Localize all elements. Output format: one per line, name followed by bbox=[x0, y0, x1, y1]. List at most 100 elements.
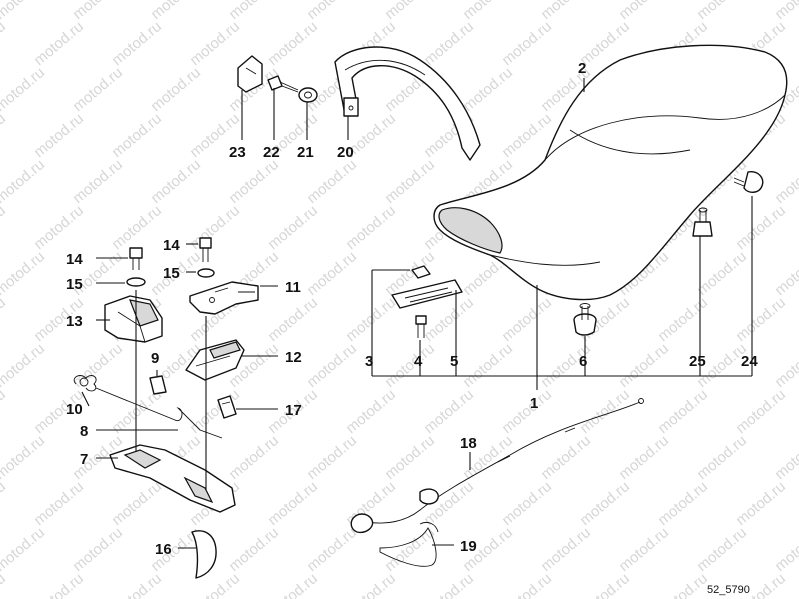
callout-18: 18 bbox=[460, 435, 477, 452]
bolt-part-25 bbox=[692, 207, 713, 237]
callout-17: 17 bbox=[285, 402, 302, 419]
watermark-text: motod.ru bbox=[772, 524, 799, 575]
watermark-text: motod.ru bbox=[226, 156, 282, 207]
callout-1: 1 bbox=[530, 395, 538, 412]
spring-part-10 bbox=[73, 375, 97, 392]
watermark-text: motod.ru bbox=[499, 386, 555, 437]
watermark-text: motod.ru bbox=[421, 18, 477, 69]
screw-part-22 bbox=[267, 75, 299, 93]
knob-part-24 bbox=[733, 171, 764, 193]
watermark-text: motod.ru bbox=[577, 570, 633, 599]
washer-part-15-left bbox=[126, 277, 146, 287]
watermark-text: motod.ru bbox=[499, 110, 555, 161]
watermark-text: motod.ru bbox=[343, 202, 399, 253]
watermark-text: motod.ru bbox=[655, 570, 711, 599]
watermark-text: motod.ru bbox=[0, 202, 9, 253]
watermark-text: motod.ru bbox=[655, 386, 711, 437]
diagram-reference: 52_5790 bbox=[707, 584, 750, 596]
watermark-text: motod.ru bbox=[538, 432, 594, 483]
callout-labels: 1 2 3 4 5 6 7 8 9 10 11 12 13 14 14 15 1… bbox=[66, 60, 758, 558]
watermark-text: motod.ru bbox=[694, 0, 750, 23]
watermark-text: motod.ru bbox=[148, 156, 204, 207]
watermark-text: motod.ru bbox=[109, 110, 165, 161]
watermark-text: motod.ru bbox=[226, 432, 282, 483]
watermark-text: motod.ru bbox=[460, 340, 516, 391]
callout-9: 9 bbox=[151, 350, 159, 367]
watermark-text: motod.ru bbox=[0, 110, 9, 161]
watermark-text: motod.ru bbox=[304, 0, 360, 23]
watermark-text: motod.ru bbox=[265, 294, 321, 345]
clip-part-9 bbox=[149, 375, 167, 395]
watermark-text: motod.ru bbox=[655, 478, 711, 529]
watermark-text: motod.ru bbox=[382, 432, 438, 483]
watermark-text: motod.ru bbox=[0, 64, 48, 115]
watermark-text: motod.ru bbox=[772, 432, 799, 483]
callout-13: 13 bbox=[66, 313, 83, 330]
bracket-part-5 bbox=[391, 265, 463, 309]
watermark-text: motod.ru bbox=[0, 294, 9, 345]
callout-7: 7 bbox=[80, 451, 88, 468]
watermark-text: motod.ru bbox=[733, 386, 789, 437]
watermark-text: motod.ru bbox=[31, 478, 87, 529]
watermark-text: motod.ru bbox=[70, 156, 126, 207]
watermark-text: motod.ru bbox=[187, 202, 243, 253]
callout-4: 4 bbox=[414, 353, 423, 370]
callout-5: 5 bbox=[450, 353, 458, 370]
watermark-text: motod.ru bbox=[265, 202, 321, 253]
base-part-7 bbox=[109, 444, 236, 513]
callout-25: 25 bbox=[689, 353, 706, 370]
watermark-text: motod.ru bbox=[694, 432, 750, 483]
watermark-text: motod.ru bbox=[70, 64, 126, 115]
watermark-text: motod.ru bbox=[70, 524, 126, 575]
watermark-text: motod.ru bbox=[304, 248, 360, 299]
watermark-text: motod.ru bbox=[694, 524, 750, 575]
watermark-text: motod.ru bbox=[421, 386, 477, 437]
callout-10: 10 bbox=[66, 401, 83, 418]
watermark-text: motod.ru bbox=[616, 432, 672, 483]
watermark-text: motod.ru bbox=[304, 524, 360, 575]
watermark-text: motod.ru bbox=[0, 340, 48, 391]
callout-15-mid: 15 bbox=[163, 265, 180, 282]
watermark-text: motod.ru bbox=[343, 570, 399, 599]
screw-part-4 bbox=[415, 315, 427, 338]
watermark-text: motod.ru bbox=[0, 386, 9, 437]
watermark-text: motod.ru bbox=[499, 478, 555, 529]
watermark-text: motod.ru bbox=[382, 156, 438, 207]
clip-part-17 bbox=[217, 395, 237, 419]
watermark-text: motod.ru bbox=[460, 64, 516, 115]
watermark-text: motod.ru bbox=[0, 0, 48, 23]
watermark-text: motod.ru bbox=[265, 570, 321, 599]
watermark-text: motod.ru bbox=[109, 478, 165, 529]
watermark-text: motod.ru bbox=[0, 248, 48, 299]
watermark-text: motod.ru bbox=[772, 156, 799, 207]
callout-2: 2 bbox=[578, 60, 586, 77]
watermark-text: motod.ru bbox=[577, 386, 633, 437]
watermark-text: motod.ru bbox=[499, 570, 555, 599]
screw-part-14-left bbox=[129, 247, 143, 270]
callout-16: 16 bbox=[155, 541, 172, 558]
nut-part-21 bbox=[298, 87, 318, 103]
watermark-text: motod.ru bbox=[304, 340, 360, 391]
screw-part-14-mid bbox=[199, 237, 212, 262]
watermark-text: motod.ru bbox=[265, 478, 321, 529]
watermark-text: motod.ru bbox=[109, 202, 165, 253]
callout-11: 11 bbox=[285, 279, 301, 296]
watermark-text: motod.ru bbox=[343, 386, 399, 437]
loop-part-19 bbox=[379, 521, 439, 567]
watermark-text: motod.ru bbox=[31, 202, 87, 253]
watermark-text: motod.ru bbox=[70, 340, 126, 391]
cable-part-18 bbox=[350, 398, 644, 534]
watermark-text: motod.ru bbox=[109, 18, 165, 69]
callout-14-left: 14 bbox=[66, 251, 83, 268]
watermark-text: motod.ru bbox=[109, 570, 165, 599]
callout-6: 6 bbox=[579, 353, 587, 370]
callout-24: 24 bbox=[741, 353, 758, 370]
leader-lines bbox=[81, 78, 753, 549]
watermark-text: motod.ru bbox=[187, 18, 243, 69]
watermark-text: motod.ru bbox=[421, 570, 477, 599]
watermark-text: motod.ru bbox=[265, 18, 321, 69]
watermark-text: motod.ru bbox=[31, 110, 87, 161]
watermark-text: motod.ru bbox=[460, 0, 516, 23]
watermark-text: motod.ru bbox=[226, 524, 282, 575]
